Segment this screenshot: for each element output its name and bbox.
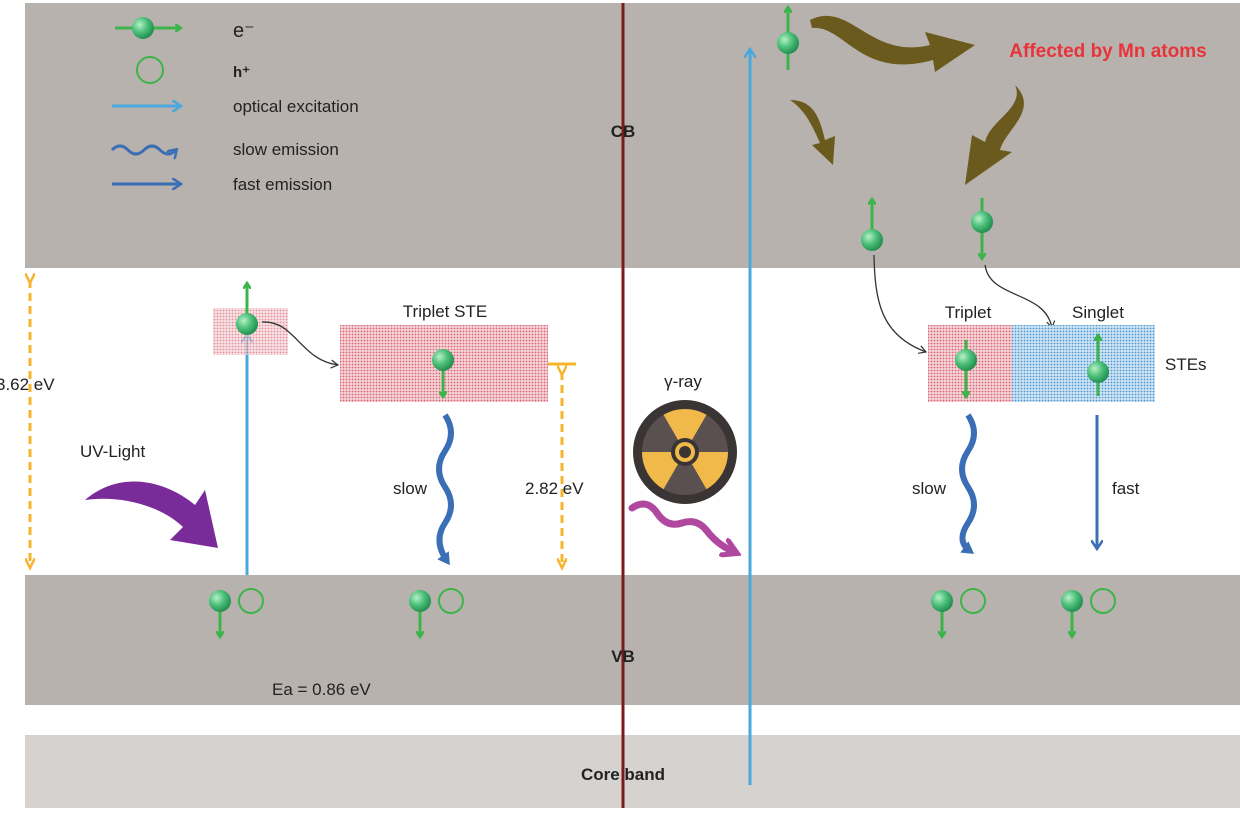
vb-electron-hole-pair-3	[931, 588, 986, 636]
legend-electron: e⁻	[233, 20, 255, 42]
radiation-icon	[633, 400, 737, 504]
conduction-band	[25, 3, 1240, 268]
mn-arrow-1	[810, 15, 975, 73]
to-triplet-arrow	[873, 254, 926, 352]
uv-light-label: UV-Light	[80, 442, 145, 461]
slow-emission-legend-icon	[110, 144, 176, 154]
core-band	[25, 735, 1240, 808]
hot-electron	[777, 8, 799, 70]
cb-electron-1	[861, 200, 883, 251]
uv-light-arrow	[85, 481, 218, 548]
mn-arrow-3	[965, 85, 1024, 185]
emission-energy-label: 2.82 eV	[525, 479, 584, 498]
mn-arrow-2	[790, 100, 835, 165]
stes-label: STEs	[1165, 355, 1207, 374]
triplet-state-electron	[955, 340, 977, 396]
legend-fast-emission: fast emission	[233, 175, 332, 194]
triplet-label: Triplet	[945, 303, 992, 322]
core-band-label: Core band	[581, 765, 665, 784]
relaxation-arrow	[261, 321, 338, 365]
legend: e⁻ h⁺ optical excitation slow emission f…	[110, 17, 359, 194]
slow-label: slow	[393, 479, 428, 498]
vb-electron-hole-pair-1	[209, 588, 264, 636]
cb-label: CB	[611, 122, 636, 141]
slow-emission-arrow	[436, 413, 454, 566]
legend-hole: h⁺	[233, 64, 250, 81]
slow-label-right: slow	[912, 479, 947, 498]
gamma-ray-label: γ-ray	[664, 372, 702, 391]
to-singlet-arrow	[984, 264, 1052, 328]
vb-electron-hole-pair-2	[409, 588, 464, 636]
triplet-electron	[432, 349, 454, 396]
mn-note: Affected by Mn atoms	[1009, 41, 1206, 62]
gamma-ray-wave	[628, 500, 732, 551]
excited-electron	[236, 284, 258, 335]
legend-slow-emission: slow emission	[233, 140, 339, 159]
singlet-box	[1012, 325, 1155, 402]
triplet-ste-label: Triplet STE	[403, 302, 487, 321]
activation-energy-label: Ea = 0.86 eV	[272, 680, 371, 699]
valence-band	[25, 575, 1240, 705]
slow-emission-arrow-right	[959, 413, 977, 554]
electron-legend-icon	[115, 17, 180, 39]
singlet-label: Singlet	[1072, 303, 1124, 322]
vb-label: VB	[611, 647, 635, 666]
singlet-state-electron	[1087, 336, 1109, 396]
legend-optical-excitation: optical excitation	[233, 97, 359, 116]
cb-electron-2	[971, 198, 993, 258]
bandgap-label: 3.62 eV	[0, 375, 55, 394]
hole-legend-icon	[136, 56, 164, 84]
vb-electron-hole-pair-4	[1061, 588, 1116, 636]
fast-label: fast	[1112, 479, 1140, 498]
